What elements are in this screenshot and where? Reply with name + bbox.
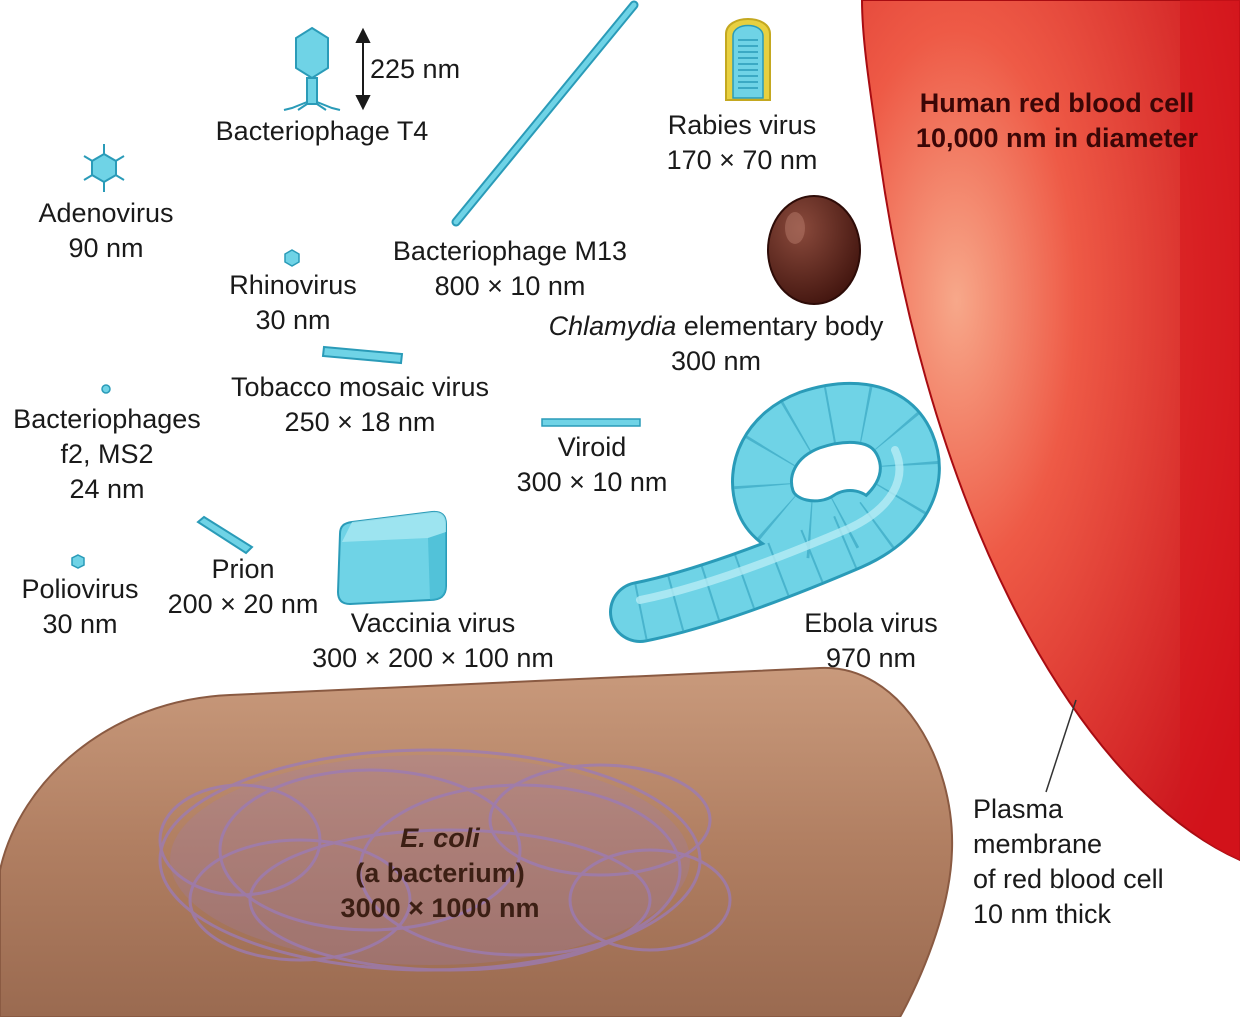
viroid-shape <box>541 418 641 427</box>
rabies-virus-shape <box>725 18 771 101</box>
e-coli-dna <box>158 748 732 972</box>
e-coli-label: E. coli (a bacterium) 3000 × 1000 nm <box>340 823 540 923</box>
t4-size-label: 225 nm <box>370 54 461 84</box>
rhinovirus-shape <box>284 249 300 267</box>
t4-name-label: Bacteriophage T4 <box>215 116 429 146</box>
ebola-virus-shape <box>609 382 941 643</box>
bacteriophage-f2-shape <box>101 384 111 394</box>
e-coli-bacterium <box>0 666 954 1017</box>
adenovirus-shape <box>83 144 125 192</box>
vaccinia-virus-shape <box>336 510 447 606</box>
bacteriophage-t4-shape <box>283 26 341 111</box>
chlamydia-label: Chlamydia elementary body 300 nm <box>548 311 884 376</box>
red-blood-cell <box>860 0 1240 862</box>
poliovirus-shape <box>71 554 85 569</box>
prion-shape <box>196 515 254 555</box>
plasma-membrane-label: Plasma membrane of red blood cell 10 nm … <box>973 794 1164 929</box>
chlamydia-genus: Chlamydia <box>548 311 677 341</box>
plasma-membrane-pointer <box>1045 699 1077 793</box>
tobacco-mosaic-virus-shape <box>321 345 404 365</box>
chlamydia-desc: elementary body <box>676 311 884 341</box>
t4-size-arrow <box>355 27 371 111</box>
chlamydia-shape <box>767 195 861 305</box>
